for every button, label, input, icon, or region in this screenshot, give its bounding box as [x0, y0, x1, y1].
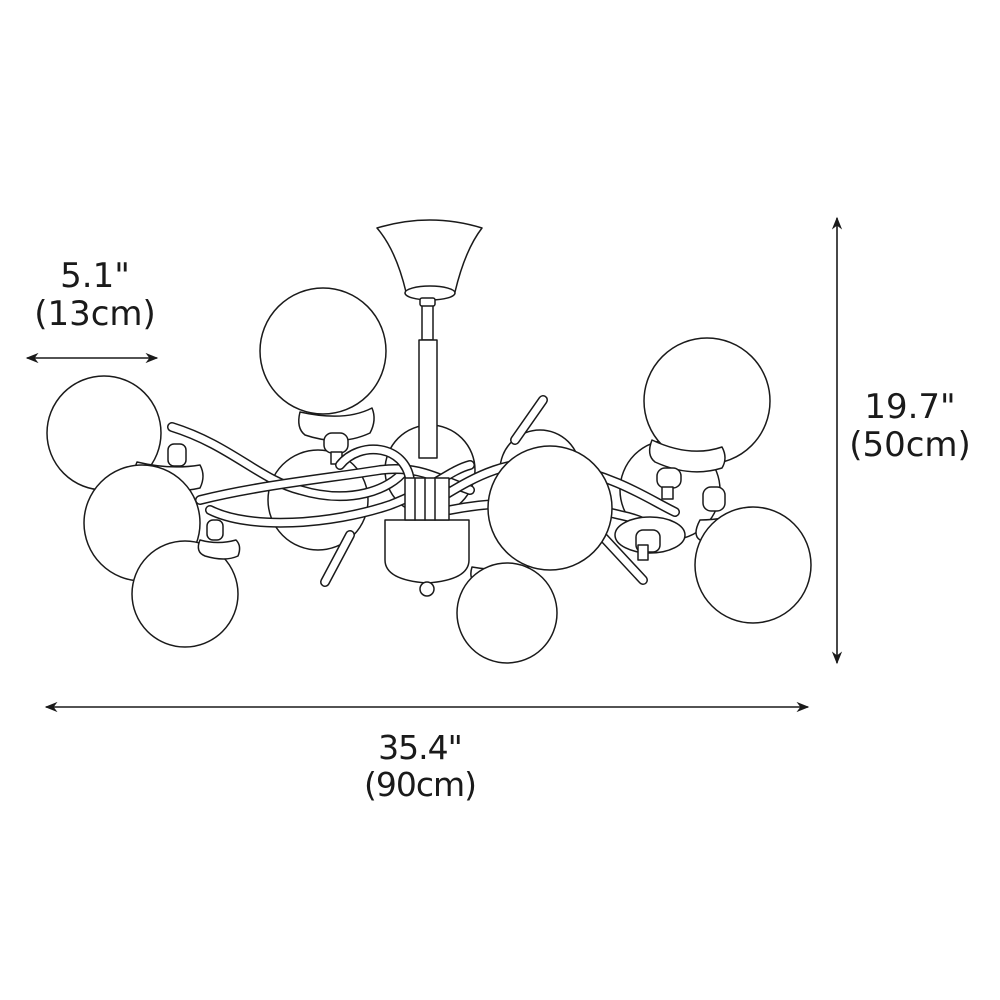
globe-top-right	[643, 337, 771, 500]
height-metric: (50cm)	[849, 425, 971, 466]
height-label: 19.7" (50cm)	[845, 388, 975, 464]
height-imperial: 19.7"	[864, 387, 956, 427]
globe-right-bottom	[694, 486, 812, 624]
shade-diameter-label: 5.1" (13cm)	[20, 257, 170, 333]
globe-left-bottom	[131, 519, 241, 648]
shade-diameter-metric: (13cm)	[34, 294, 156, 335]
globe-front-center	[487, 445, 613, 571]
ceiling-canopy	[376, 219, 483, 301]
socket-right-mid	[614, 516, 686, 561]
center-hub	[384, 477, 470, 597]
down-rod	[418, 297, 438, 459]
globe-top-left	[259, 287, 387, 465]
shade-diameter-imperial: 5.1"	[60, 256, 130, 296]
width-metric: (90cm)	[363, 764, 477, 804]
width-label: 35.4" (90cm)	[340, 728, 500, 804]
width-imperial: 35.4"	[378, 728, 463, 767]
globe-bottom-center	[456, 562, 558, 664]
